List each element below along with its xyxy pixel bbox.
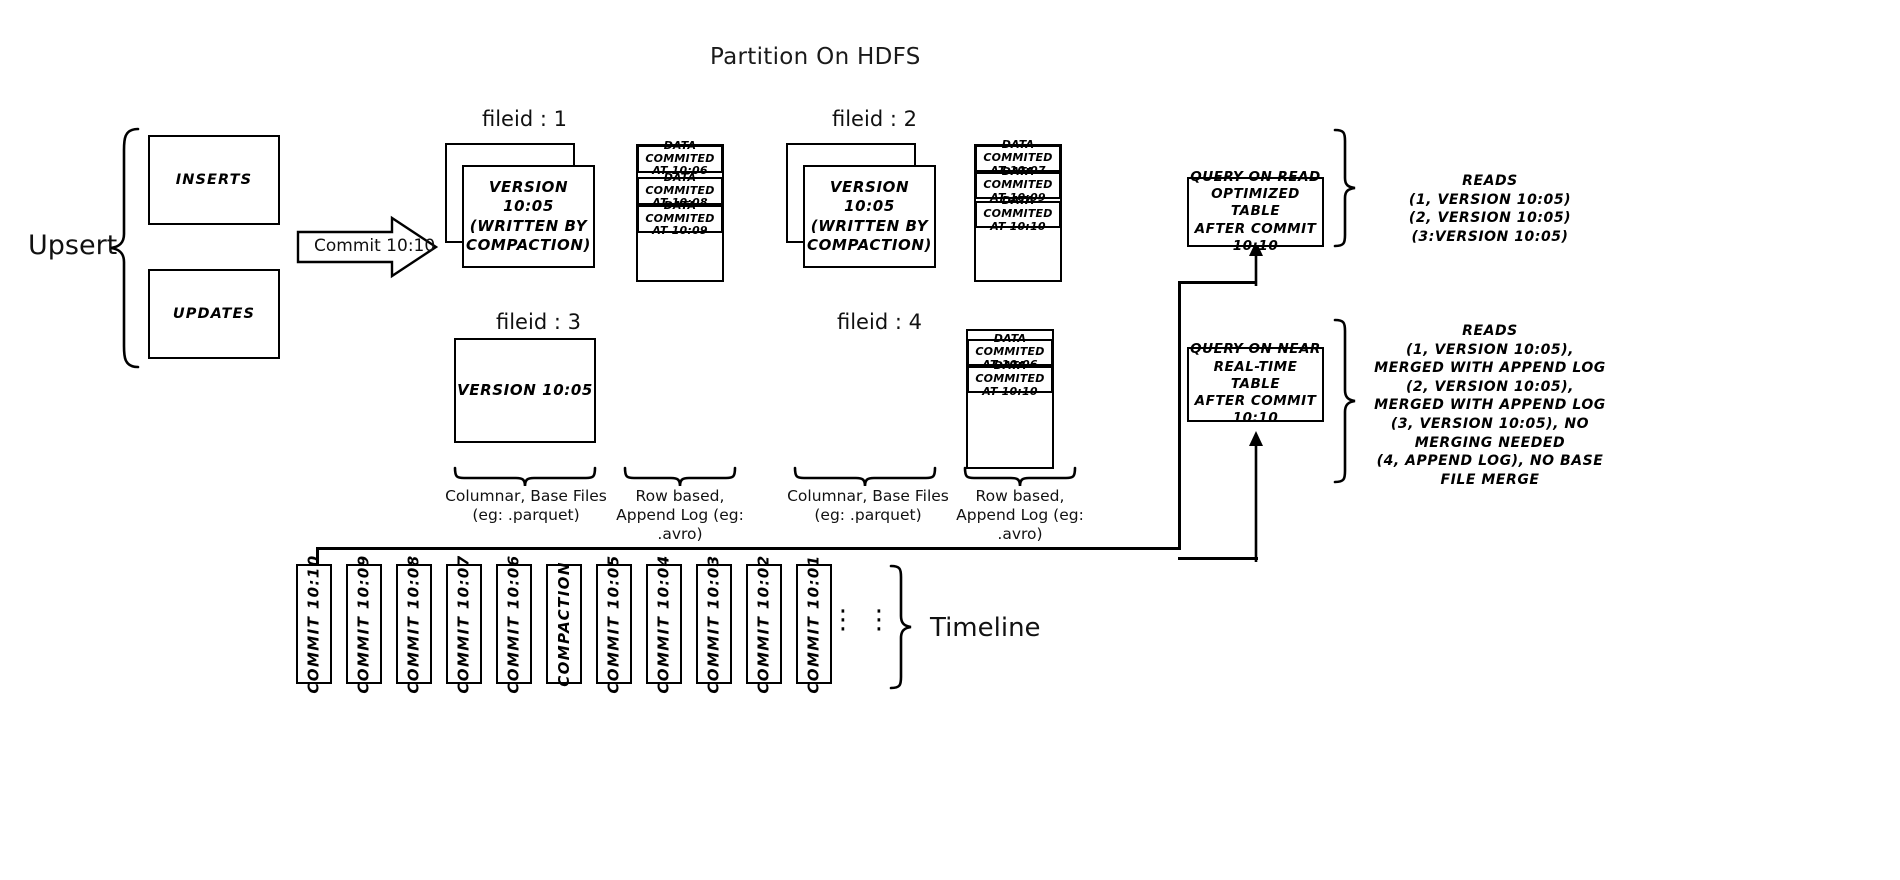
query-read-optimized-label: QUERY ON READ OPTIMIZED TABLE AFTER COMM… xyxy=(1190,168,1321,254)
fileid-1-base-file-front: VERSION 10:05 (WRITTEN BY COMPACTION) xyxy=(462,165,595,268)
log-entry-text: DATA COMMITED AT 10:09 xyxy=(645,198,715,238)
log-entry-text: DATA COMMITED AT 10:10 xyxy=(975,359,1045,398)
columnar-left-brace xyxy=(452,466,598,488)
fileid-2-base-file-front: VERSION 10:05 (WRITTEN BY COMPACTION) xyxy=(803,165,936,268)
columnar-right-caption: Columnar, Base Files (eg: .parquet) xyxy=(782,487,954,525)
timeline-brace xyxy=(888,564,914,690)
reads-near-realtime-label: READS (1, VERSION 10:05), MERGED WITH AP… xyxy=(1374,323,1606,488)
fileid-4-label: fileid : 4 xyxy=(837,310,922,334)
reads-1-brace xyxy=(1332,128,1358,248)
timeline-item[interactable]: COMMIT 10:03 xyxy=(696,554,732,694)
updates-box: UPDATES xyxy=(148,269,280,359)
timeline-item-label: COMMIT 10:05 xyxy=(605,554,624,694)
connector-top-vertical xyxy=(1178,281,1181,549)
timeline-item-label: COMMIT 10:03 xyxy=(705,554,724,694)
timeline-item[interactable]: COMMIT 10:10 xyxy=(296,554,332,694)
fileid-2-log-entry-1: DATA COMMITED AT 10:09 xyxy=(975,165,1061,204)
log-entry-text: DATA COMMITED AT 10:10 xyxy=(983,194,1053,233)
connector-bottom-horizontal xyxy=(1178,557,1258,560)
rowlog-right-brace xyxy=(962,466,1078,488)
upsert-brace xyxy=(108,126,144,371)
arrow-to-query-1 xyxy=(1244,240,1268,286)
fileid-1-base-file-label: VERSION 10:05 (WRITTEN BY COMPACTION) xyxy=(465,178,592,254)
page-title: Partition On HDFS xyxy=(710,44,921,70)
timeline-item-label: COMPACTION xyxy=(555,561,574,687)
timeline-item[interactable]: COMMIT 10:01 xyxy=(796,554,832,694)
timeline-item[interactable]: COMMIT 10:06 xyxy=(496,554,532,694)
timeline-item[interactable]: COMMIT 10:04 xyxy=(646,554,682,694)
rowlog-left-brace xyxy=(622,466,738,488)
timeline-ellipsis-2: ⋮ xyxy=(866,607,892,633)
fileid-2-label: fileid : 2 xyxy=(832,107,917,131)
inserts-label: INSERTS xyxy=(175,172,253,188)
ellipsis-glyph: ⋮ xyxy=(866,605,892,635)
arrow-to-query-2 xyxy=(1244,430,1268,562)
inserts-box: INSERTS xyxy=(148,135,280,225)
timeline-item-label: COMMIT 10:04 xyxy=(655,554,674,694)
fileid-3-label: fileid : 3 xyxy=(496,310,581,334)
timeline-item[interactable]: COMMIT 10:09 xyxy=(346,554,382,694)
timeline-item[interactable]: COMMIT 10:08 xyxy=(396,554,432,694)
columnar-right-brace xyxy=(792,466,938,488)
fileid-2-log-entry-2: DATA COMMITED AT 10:10 xyxy=(975,194,1061,233)
timeline-label: Timeline xyxy=(930,613,1041,643)
timeline-item-label: COMMIT 10:08 xyxy=(405,554,424,694)
log-entry-text: DATA COMMITED AT 10:09 xyxy=(983,165,1053,204)
ellipsis-glyph: ⋮ xyxy=(830,605,856,635)
timeline-item-label: COMMIT 10:01 xyxy=(805,554,824,694)
reads-read-optimized-label: READS (1, VERSION 10:05) (2, VERSION 10:… xyxy=(1408,173,1572,245)
fileid-3-base-file: VERSION 10:05 xyxy=(454,338,596,443)
rowlog-right-caption: Row based, Append Log (eg: .avro) xyxy=(952,487,1088,544)
caption-text: Row based, Append Log (eg: .avro) xyxy=(956,487,1084,543)
reads-2-brace xyxy=(1332,318,1358,484)
query-near-realtime-box: QUERY ON NEAR REAL-TIME TABLE AFTER COMM… xyxy=(1187,341,1324,426)
timeline-item-label: COMMIT 10:09 xyxy=(355,554,374,694)
timeline-item[interactable]: COMMIT 10:02 xyxy=(746,554,782,694)
fileid-2-base-file-label: VERSION 10:05 (WRITTEN BY COMPACTION) xyxy=(806,178,933,254)
timeline-row: COMMIT 10:10 COMMIT 10:09 COMMIT 10:08 COMM… xyxy=(296,554,832,694)
caption-text: Columnar, Base Files (eg: .parquet) xyxy=(445,487,607,524)
timeline-item[interactable]: COMMIT 10:07 xyxy=(446,554,482,694)
timeline-item-label: COMMIT 10:07 xyxy=(455,554,474,694)
columnar-left-caption: Columnar, Base Files (eg: .parquet) xyxy=(440,487,612,525)
commit-arrow: Commit 10:10 xyxy=(296,215,439,279)
upsert-label: Upsert xyxy=(28,230,118,261)
query-near-realtime-label: QUERY ON NEAR REAL-TIME TABLE AFTER COMM… xyxy=(1190,341,1321,427)
timeline-item[interactable]: COMPACTION xyxy=(546,561,582,687)
caption-text: Row based, Append Log (eg: .avro) xyxy=(616,487,744,543)
fileid-1-log-entry-0: DATA COMMITED AT 10:06 xyxy=(637,139,723,177)
query-read-optimized-box: QUERY ON READ OPTIMIZED TABLE AFTER COMM… xyxy=(1187,169,1324,254)
fileid-4-log-entry-1: DATA COMMITED AT 10:10 xyxy=(967,359,1053,398)
caption-text: Columnar, Base Files (eg: .parquet) xyxy=(787,487,949,524)
fileid-1-log-entry-2: DATA COMMITED AT 10:09 xyxy=(637,199,723,237)
timeline-item-label: COMMIT 10:02 xyxy=(755,554,774,694)
connector-top-horizontal xyxy=(316,547,1181,550)
timeline-item-label: COMMIT 10:06 xyxy=(505,554,524,694)
commit-arrow-label: Commit 10:10 xyxy=(314,236,436,256)
log-entry-text: DATA COMMITED AT 10:06 xyxy=(645,138,715,178)
fileid-1-label: fileid : 1 xyxy=(482,107,567,131)
updates-label: UPDATES xyxy=(172,306,256,322)
fileid-3-base-file-label: VERSION 10:05 xyxy=(457,380,593,399)
rowlog-left-caption: Row based, Append Log (eg: .avro) xyxy=(612,487,748,544)
timeline-item-label: COMMIT 10:10 xyxy=(305,554,324,694)
connector-top-branch xyxy=(1178,281,1256,284)
timeline-ellipsis-1: ⋮ xyxy=(830,607,856,633)
timeline-item[interactable]: COMMIT 10:05 xyxy=(596,554,632,694)
